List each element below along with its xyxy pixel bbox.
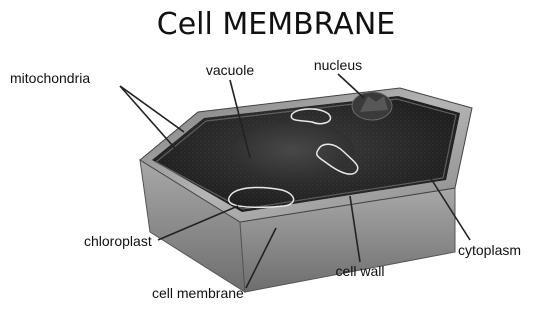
- label-cytoplasm: cytoplasm: [458, 242, 521, 258]
- label-cell-wall: cell wall: [335, 263, 384, 279]
- cell-body: [140, 88, 472, 292]
- leader-mitochondria-1: [120, 86, 184, 132]
- label-cell-membrane: cell membrane: [152, 285, 244, 301]
- page-title: Cell MEMBRANE: [157, 7, 395, 42]
- label-nucleus: nucleus: [314, 57, 362, 73]
- label-mitochondria: mitochondria: [10, 70, 90, 86]
- nucleus: [352, 92, 392, 120]
- leader-mitochondria-2: [120, 86, 180, 154]
- label-chloroplast: chloroplast: [84, 233, 152, 249]
- label-vacuole: vacuole: [206, 62, 254, 78]
